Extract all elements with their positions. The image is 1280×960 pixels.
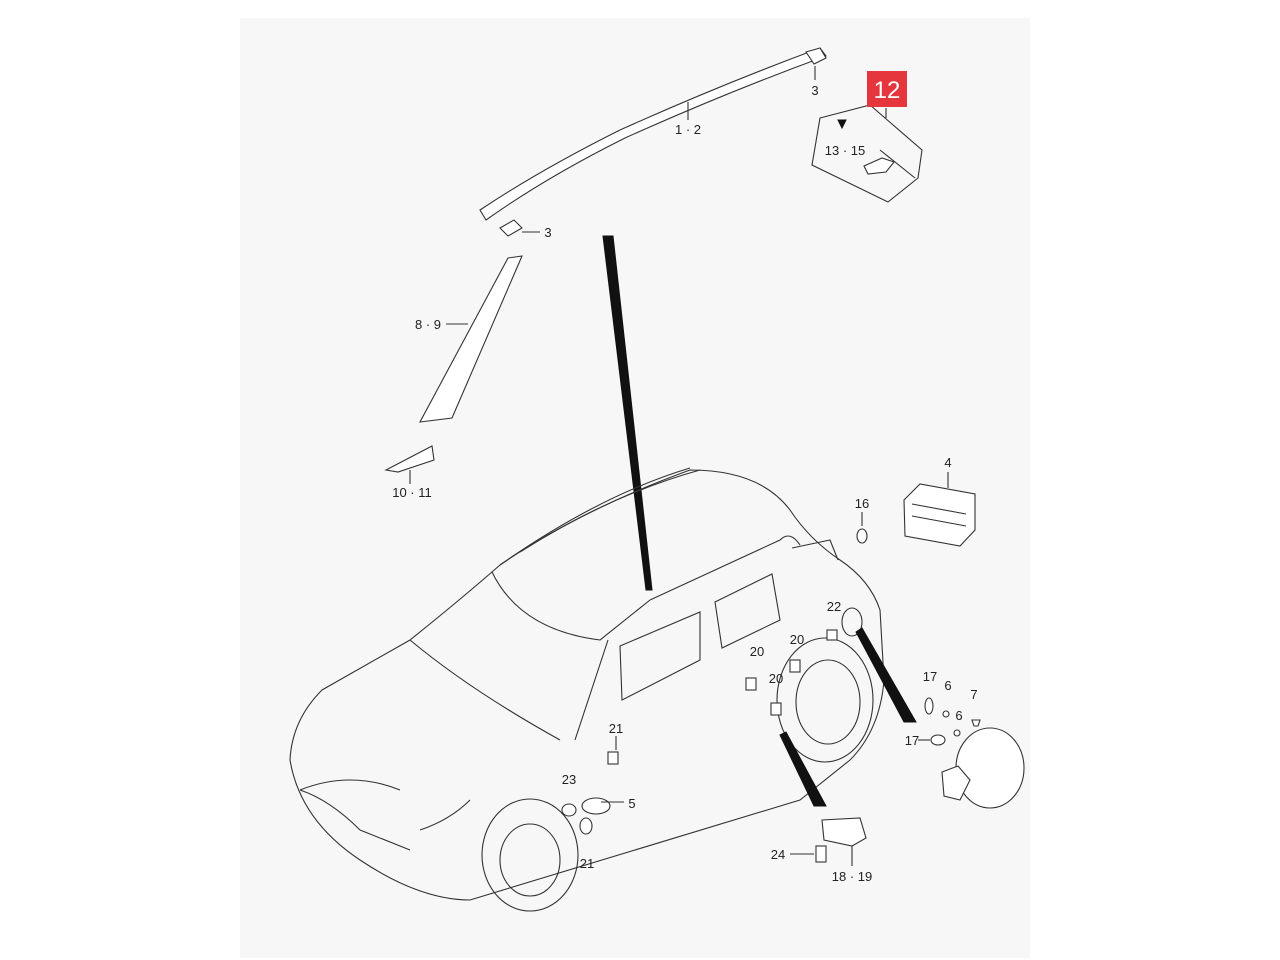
callout-20-b: 20 [790,632,804,647]
pillar-garnish [419,255,523,423]
car-outline [289,467,885,912]
part-4 [903,472,976,547]
callout-6-b: 6 [955,708,962,723]
highlight-badge-12: 12 [867,71,907,107]
callout-8-9: 8 · 9 [415,317,441,332]
fuel-lid [941,727,1025,809]
roof-molding [479,47,827,221]
fasteners [561,629,981,863]
corner-piece [384,445,435,484]
callout-17-b: 17 [905,733,919,748]
callout-17-a: 17 [923,669,937,684]
callout-13-15: 13 · 15 [825,143,865,158]
callout-18-19: 18 · 19 [832,869,872,884]
callout-4: 4 [944,455,951,470]
callout-22: 22 [827,599,841,614]
callout-24: 24 [771,847,785,862]
callout-20-a: 20 [750,644,764,659]
callout-3-top: 3 [811,83,818,98]
clip-3-mid [499,219,540,237]
callout-5: 5 [628,796,635,811]
callout-21-b: 21 [580,856,594,871]
callout-16: 16 [855,496,869,511]
callout-21-a: 21 [609,721,623,736]
callout-3-mid: 3 [544,225,551,240]
callout-6-a: 6 [944,678,951,693]
callout-23: 23 [562,772,576,787]
pointer-bracket [779,731,827,807]
callout-7: 7 [970,687,977,702]
callout-20-c: 20 [769,671,783,686]
clip-3-top [805,47,827,80]
pointer-fuel [855,627,917,723]
highlight-badge-label: 12 [874,77,901,104]
callout-1-2: 1 · 2 [675,122,701,137]
callout-10-11: 10 · 11 [392,485,432,500]
bracket-18-19 [821,817,867,866]
ring-16 [856,512,868,544]
highlight-badge [867,71,907,107]
pointer-roof [602,235,653,591]
